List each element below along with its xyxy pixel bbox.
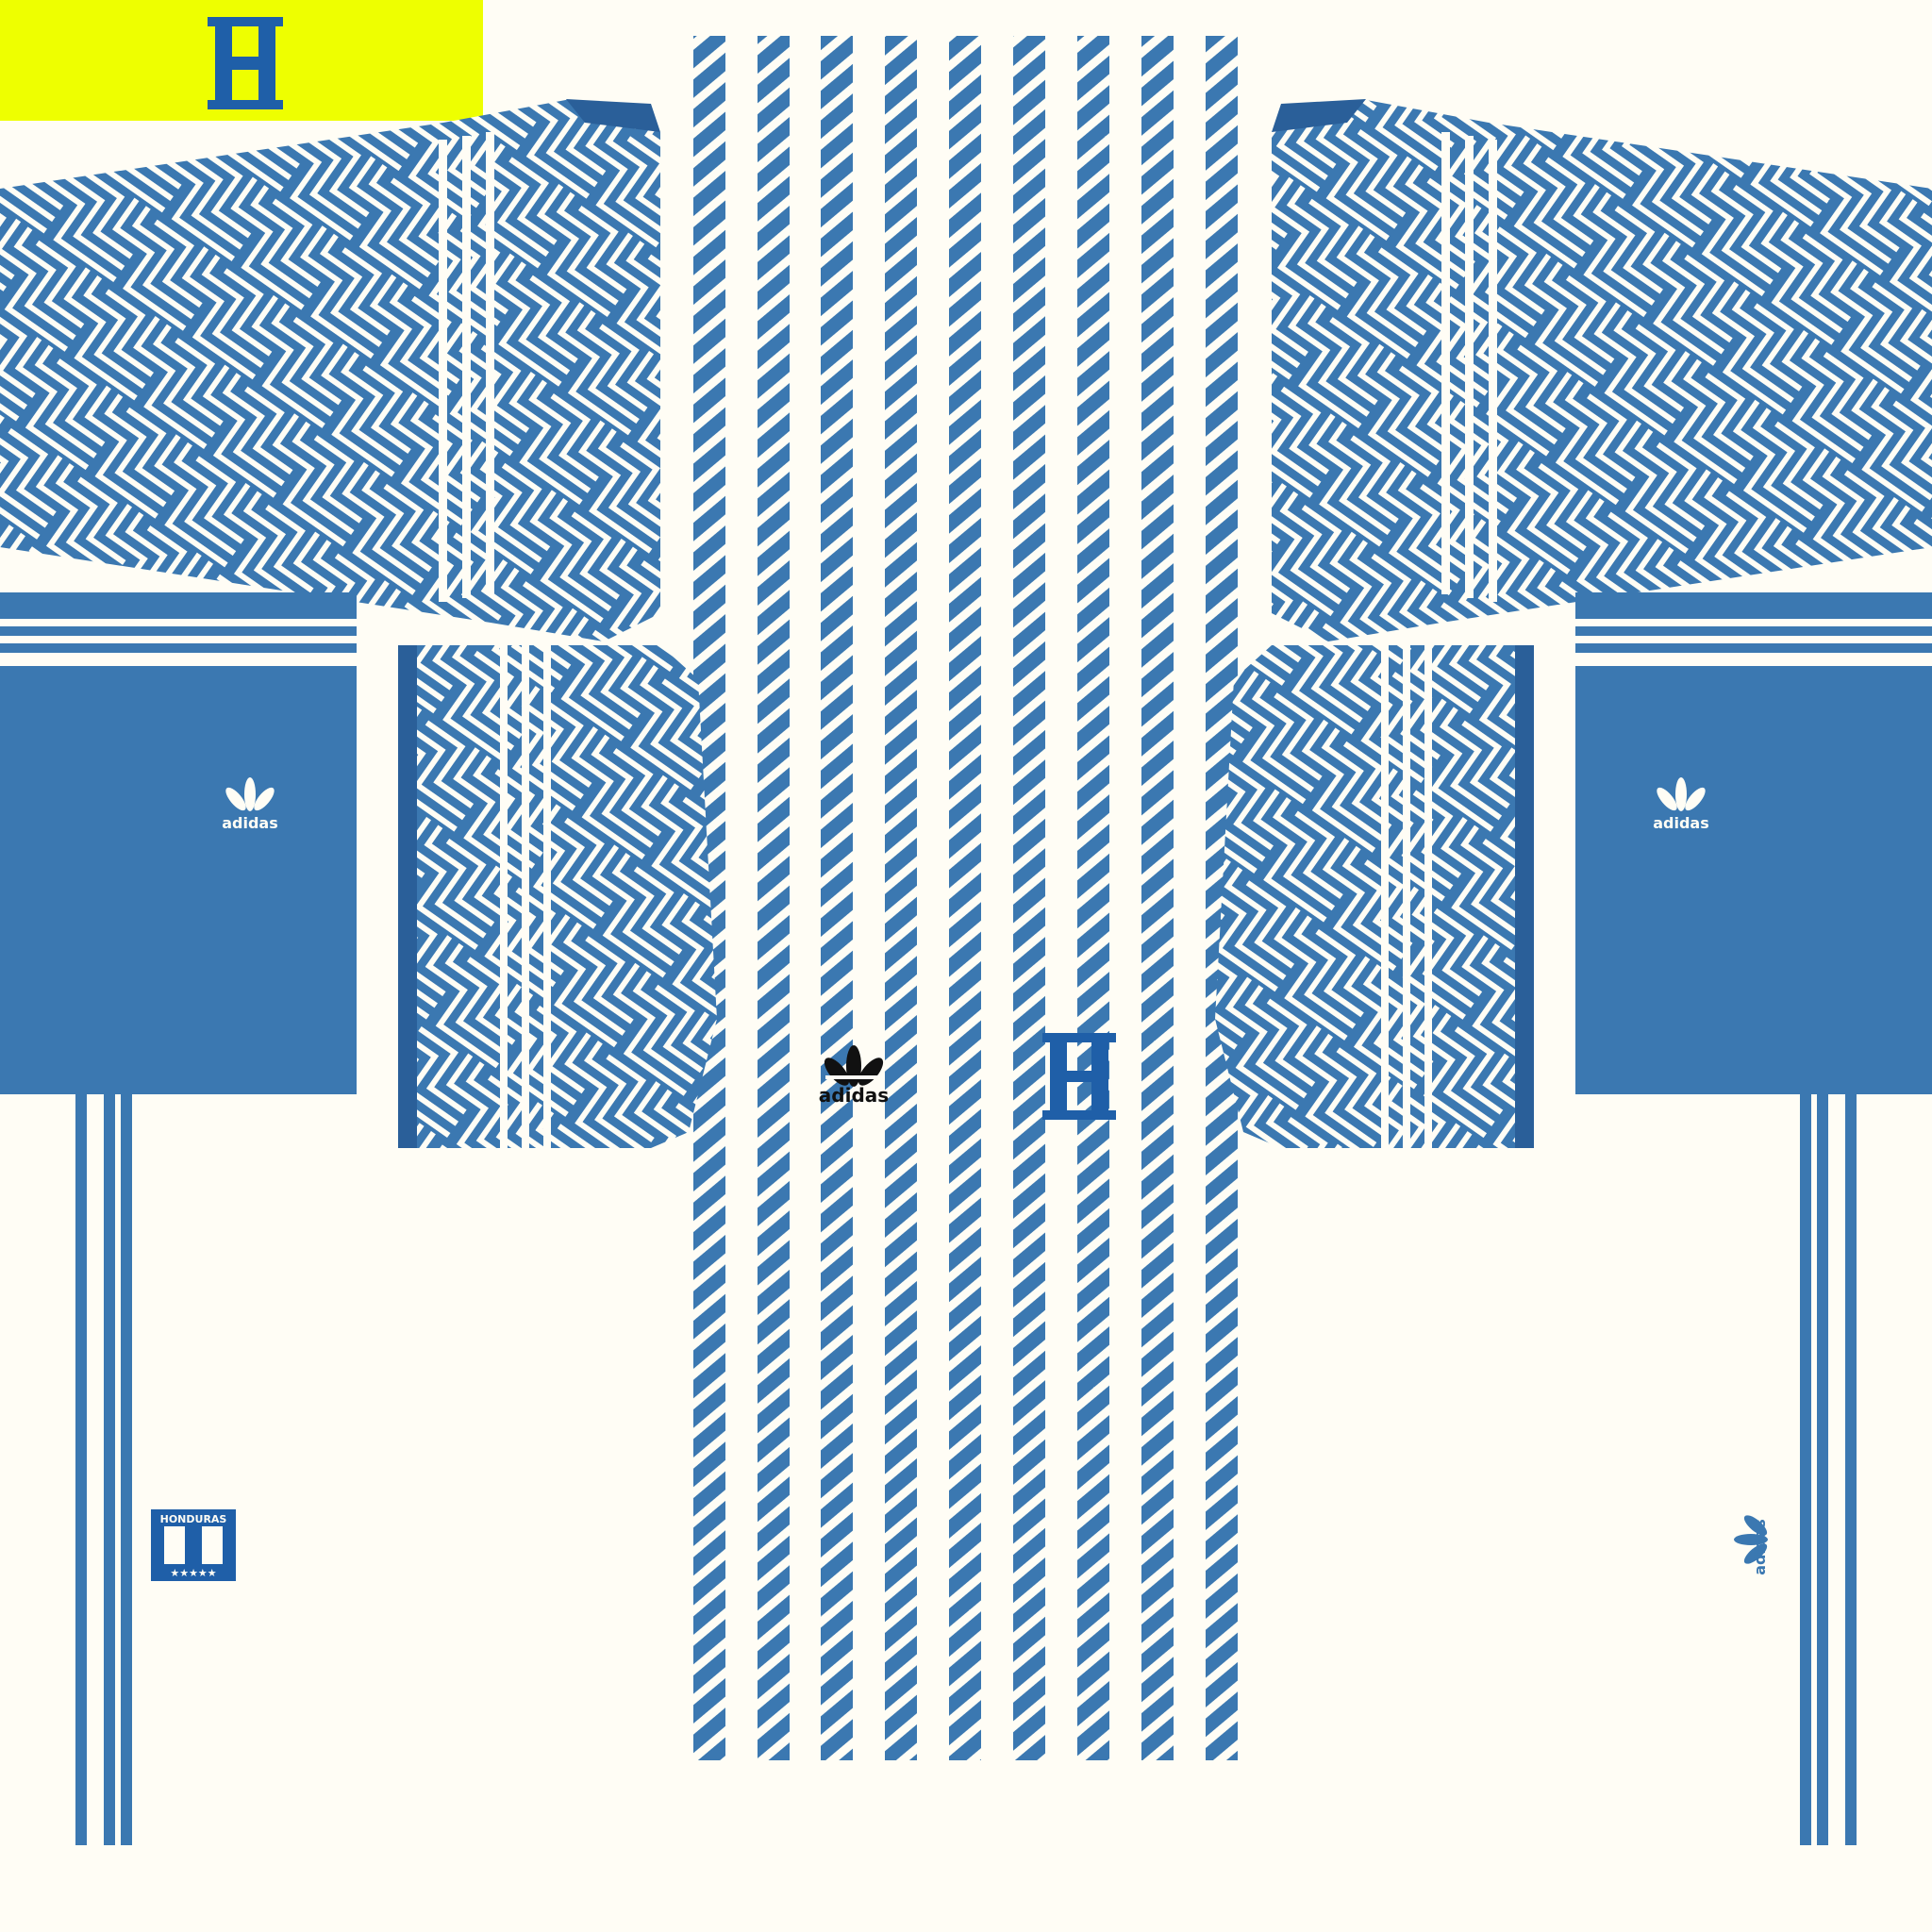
chest-brand-label: adidas <box>819 1084 889 1107</box>
adidas-trefoil-icon <box>225 777 275 811</box>
left-shorts-brand-label: adidas <box>222 814 278 832</box>
adidas-trefoil-icon <box>1657 777 1706 811</box>
lower-right-brand-label: adidas <box>1751 1519 1769 1575</box>
right-shorts <box>1575 592 1932 1845</box>
crest-team-label: HONDURAS <box>160 1513 227 1525</box>
left-sleeve-short <box>398 645 717 1148</box>
left-sleeve <box>0 99 660 641</box>
honduras-crest-icon <box>208 17 283 109</box>
shirt-front <box>693 36 1239 1760</box>
right-sleeve-short <box>1215 645 1534 1148</box>
right-shorts-brand-label: adidas <box>1653 814 1709 832</box>
right-sleeve <box>1272 99 1932 641</box>
adidas-trefoil-icon <box>824 1045 884 1087</box>
crest-stars: ★★★★★ <box>170 1567 216 1579</box>
honduras-crest-icon <box>1042 1033 1116 1120</box>
honduras-crest-icon <box>151 1509 236 1581</box>
left-shorts <box>0 592 357 1845</box>
adidas-trefoil-icon <box>1734 1515 1768 1564</box>
